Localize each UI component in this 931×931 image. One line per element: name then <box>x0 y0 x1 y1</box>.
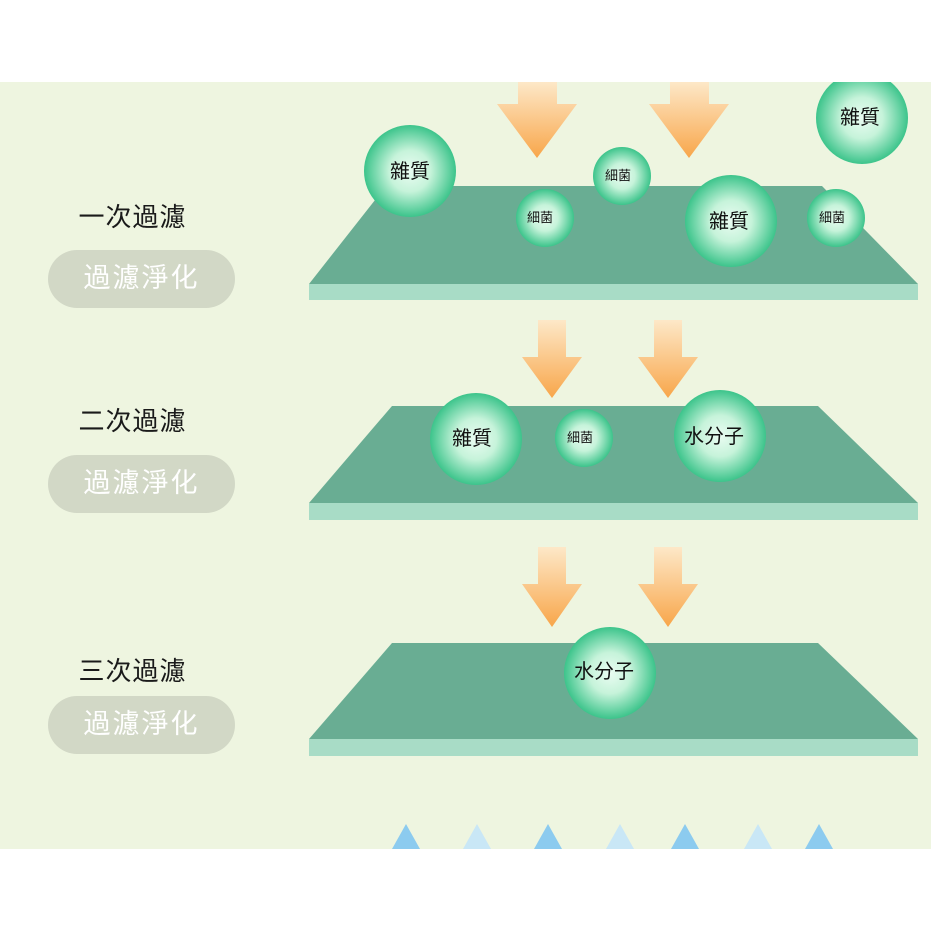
water-drop-icon <box>671 824 699 849</box>
arrow-down-icon <box>649 82 729 158</box>
stage-2-pill: 過濾淨化 <box>48 455 235 513</box>
water-drop-icon <box>392 824 420 849</box>
particle-impurity: 雜質 <box>430 393 522 485</box>
svg-text:雜質: 雜質 <box>452 426 492 450</box>
svg-text:雜質: 雜質 <box>709 209 749 233</box>
stage-2-title: 二次過濾 <box>78 407 187 437</box>
diagram-graphics: 雜質 細菌 細菌 雜質 細菌 雜質 雜質 細菌 <box>309 82 918 849</box>
stage-1-pill: 過濾淨化 <box>48 250 235 308</box>
particle-impurity: 雜質 <box>364 125 456 217</box>
svg-text:水分子: 水分子 <box>574 659 634 683</box>
svg-text:雜質: 雜質 <box>390 159 430 183</box>
particle-water-molecule: 水分子 <box>674 390 766 482</box>
svg-text:細菌: 細菌 <box>819 211 845 226</box>
stage-3-title: 三次過濾 <box>78 657 187 687</box>
stage-3-pill: 過濾淨化 <box>48 696 235 754</box>
particle-bacteria: 細菌 <box>555 409 613 467</box>
svg-text:水分子: 水分子 <box>684 424 744 448</box>
svg-text:細菌: 細菌 <box>567 431 593 446</box>
filtration-diagram: 雜質 細菌 細菌 雜質 細菌 雜質 雜質 細菌 <box>0 82 931 849</box>
arrow-down-icon <box>638 320 698 398</box>
water-drop-icon <box>463 824 491 849</box>
water-drop-icon <box>606 824 634 849</box>
particle-bacteria: 細菌 <box>593 147 651 205</box>
particle-bacteria: 細菌 <box>807 189 865 247</box>
filter-layer-2 <box>309 406 918 520</box>
arrow-down-icon <box>497 82 577 158</box>
arrow-down-icon <box>522 547 582 627</box>
particle-impurity: 雜質 <box>816 82 908 164</box>
particle-impurity: 雜質 <box>685 175 777 267</box>
svg-text:細菌: 細菌 <box>527 211 553 226</box>
svg-text:雜質: 雜質 <box>840 105 880 129</box>
water-drop-icon <box>534 824 562 849</box>
arrow-down-icon <box>638 547 698 627</box>
particle-bacteria: 細菌 <box>516 189 574 247</box>
particle-water-molecule: 水分子 <box>564 627 656 719</box>
water-drop-icon <box>744 824 772 849</box>
water-drop-icon <box>805 824 833 849</box>
svg-text:細菌: 細菌 <box>605 169 631 184</box>
arrow-down-icon <box>522 320 582 398</box>
stage-1-title: 一次過濾 <box>78 203 187 233</box>
